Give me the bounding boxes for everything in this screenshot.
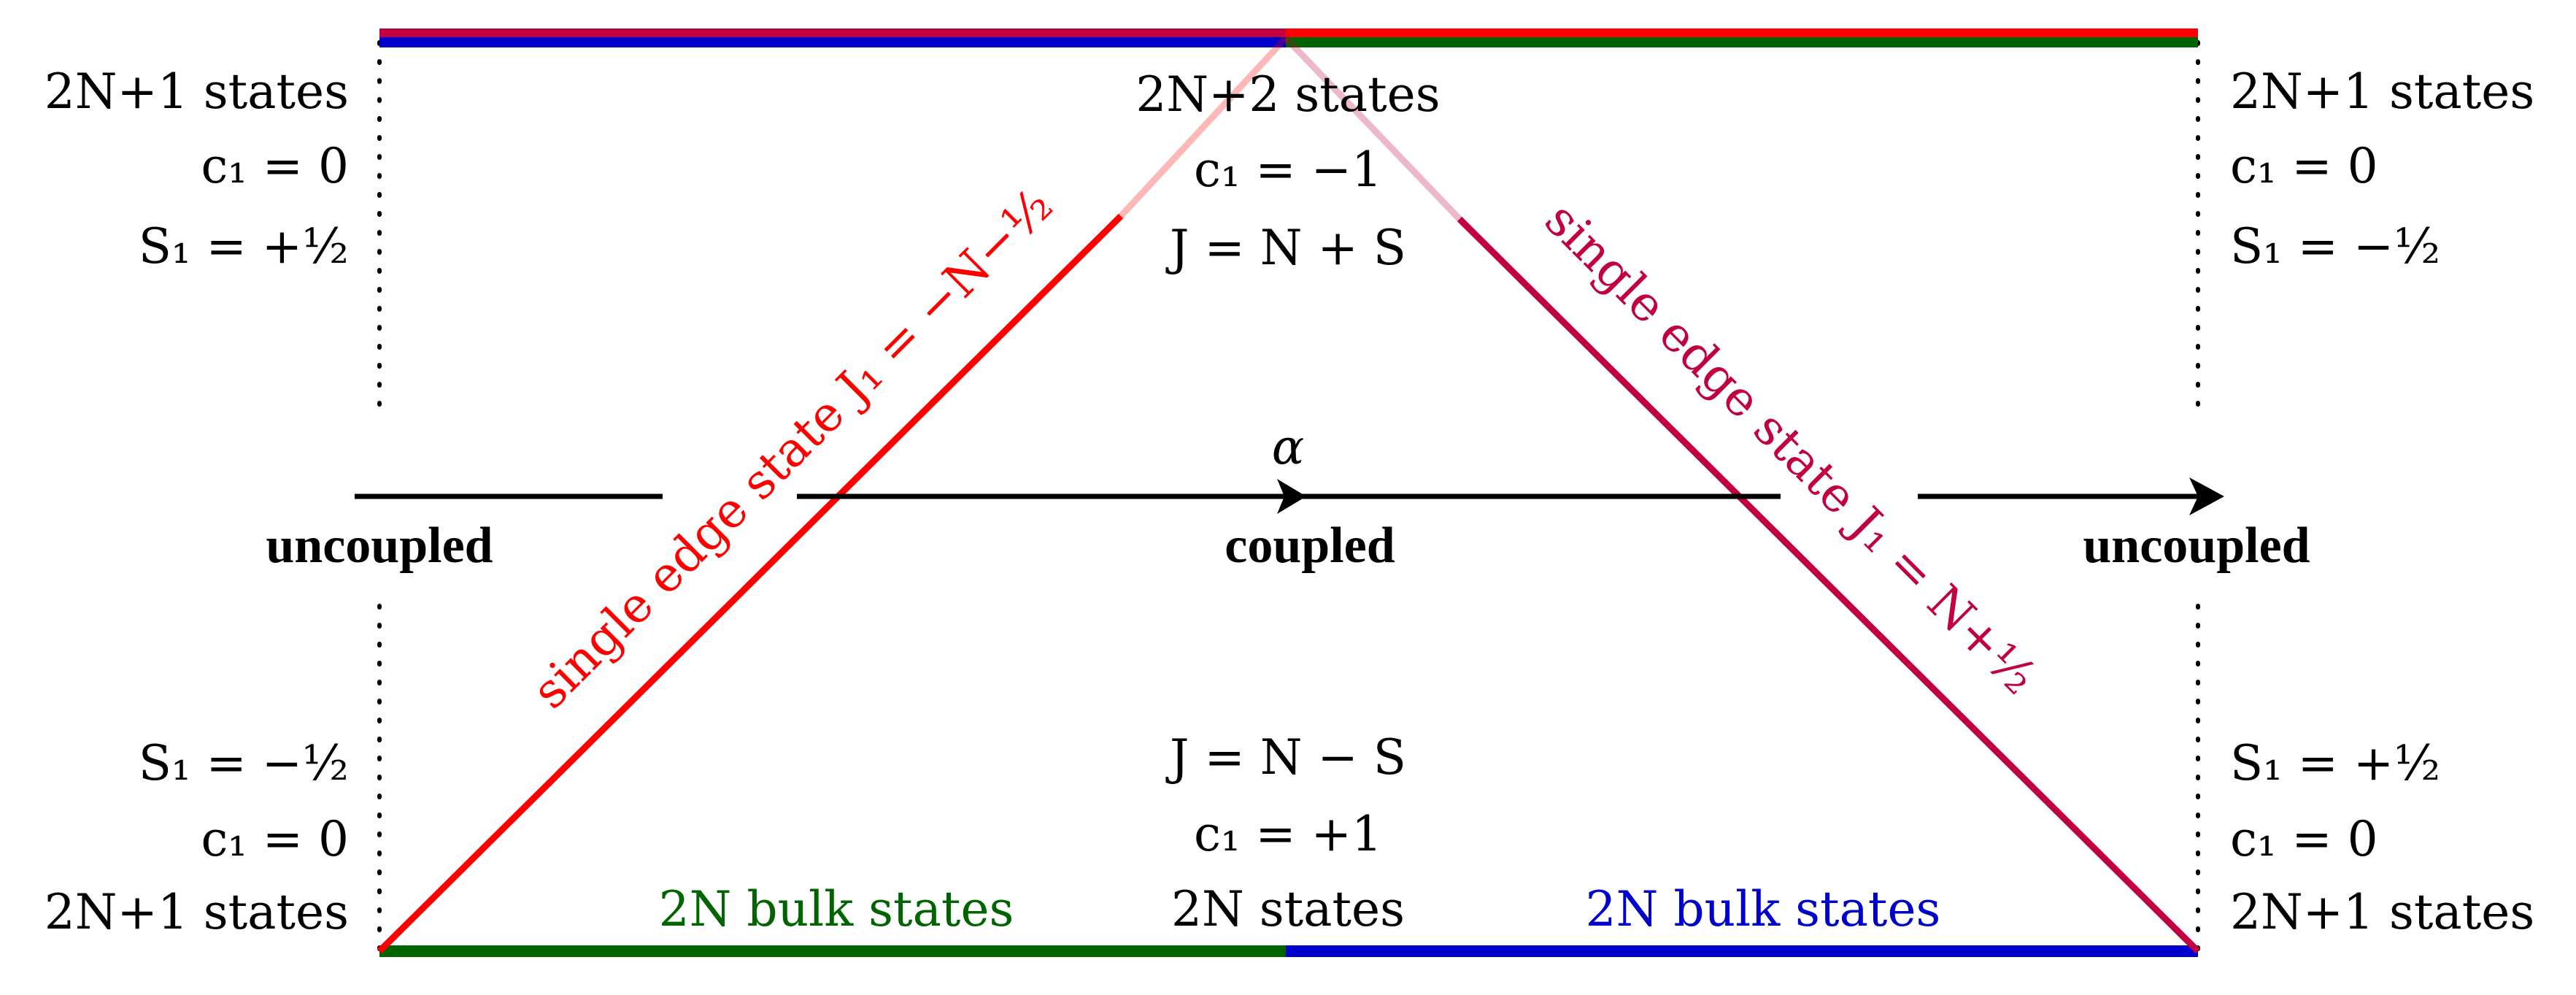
top-left-c1: c₁ = 0 [201, 138, 349, 194]
bottom-right-c1: c₁ = 0 [2230, 811, 2378, 867]
bulk-right-label: 2N bulk states [1586, 881, 1941, 937]
left-edge-label: single edge state J₁ = −N−½ [522, 177, 1064, 720]
right-edge-line-solid [1457, 216, 2201, 954]
top-right-S1: S₁ = −½ [2230, 218, 2440, 274]
axis-symbol-alpha: α [1272, 419, 1305, 475]
top-left-states: 2N+1 states [45, 64, 349, 120]
bottom-center-J: J = N − S [1165, 729, 1406, 785]
left-edge-line-faded [1118, 35, 1289, 219]
center-regime-label: coupled [1225, 518, 1395, 574]
bottom-left-c1: c₁ = 0 [201, 811, 349, 867]
left-regime-label: uncoupled [266, 518, 493, 574]
right-edge-label: single edge state J₁ = N+½ [1534, 191, 2048, 705]
right-edge-line-faded [1283, 35, 1462, 222]
bottom-right-S1: S₁ = +½ [2230, 735, 2440, 791]
axis-arrowhead-right [2189, 477, 2224, 515]
top-center-states: 2N+2 states [1135, 66, 1440, 123]
bottom-center-c1: c₁ = +1 [1194, 806, 1382, 862]
left-edge-line-solid [377, 213, 1124, 954]
bottom-left-states: 2N+1 states [45, 884, 349, 940]
bottom-left-S1: S₁ = −½ [139, 735, 349, 791]
top-center-J: J = N + S [1165, 220, 1406, 276]
bulk-left-label: 2N bulk states [659, 881, 1014, 937]
axis-arrowhead-center [1277, 479, 1306, 514]
right-regime-label: uncoupled [2083, 518, 2310, 574]
bottom-center-states: 2N states [1171, 881, 1405, 937]
top-right-c1: c₁ = 0 [2230, 138, 2378, 194]
top-left-S1: S₁ = +½ [139, 218, 349, 274]
top-right-states: 2N+1 states [2230, 64, 2534, 120]
bottom-right-states: 2N+1 states [2230, 884, 2534, 940]
top-center-c1: c₁ = −1 [1194, 142, 1382, 198]
